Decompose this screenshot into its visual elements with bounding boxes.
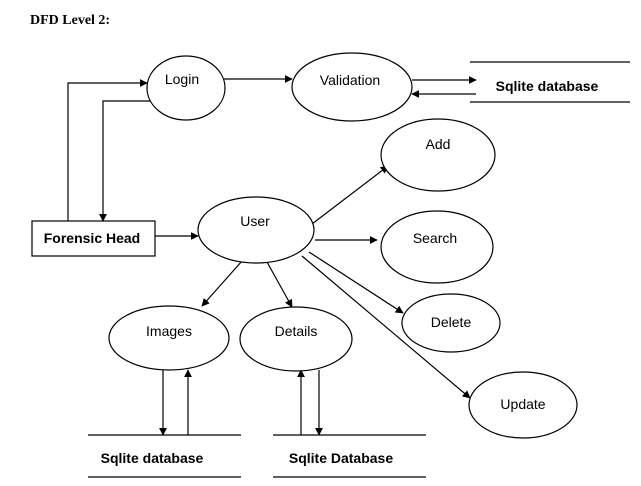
flow-forensic-head-to-login [67,79,148,221]
process-images: Images [108,305,230,371]
process-user-label: User [240,213,270,229]
data-store-validation-label: Sqlite database [496,78,599,94]
process-validation-label: Validation [320,72,380,88]
process-validation: Validation [291,52,413,122]
data-store-images: Sqlite database [88,434,241,478]
process-details-label: Details [275,323,318,339]
process-search-label: Search [413,230,457,246]
process-search: Search [380,210,494,284]
flow-lines [67,75,477,436]
flow-user-to-images [201,260,243,307]
entity-forensic-head: Forensic Head [31,220,156,257]
process-update: Update [468,371,578,439]
data-store-details: Sqlite Database [273,434,426,478]
flow-user-to-delete [308,251,404,314]
flow-user-to-update [301,255,471,399]
diagram-title: DFD Level 2: [30,13,110,28]
process-login: Login [146,55,226,121]
process-images-label: Images [146,323,192,339]
process-add: Add [380,118,496,192]
flow-user-to-add [311,165,389,225]
entity-forensic-head-label: Forensic Head [44,230,140,246]
process-login-label: Login [165,71,199,87]
process-add-label: Add [426,136,451,152]
process-user: User [197,196,315,264]
data-store-details-label: Sqlite Database [289,450,393,466]
data-store-validation: Sqlite database [470,61,630,103]
process-update-label: Update [500,396,545,412]
process-delete-label: Delete [431,314,472,330]
data-store-images-label: Sqlite database [101,450,204,466]
flow-user-to-details [266,261,293,308]
process-delete: Delete [401,293,501,353]
process-details: Details [239,306,353,372]
flow-login-to-forensic-head [99,100,157,222]
